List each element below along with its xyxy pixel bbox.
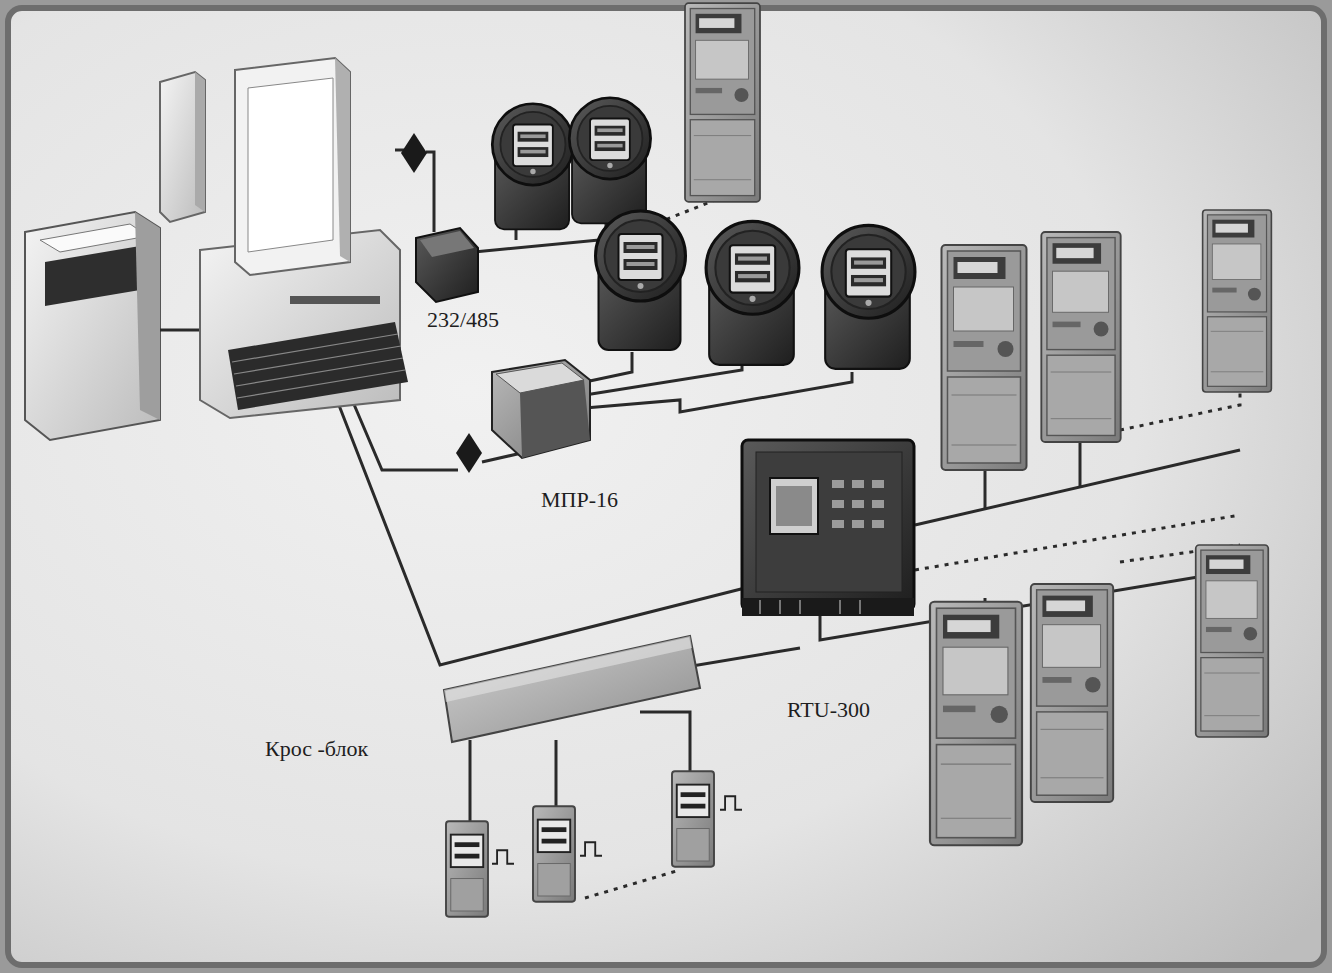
electronic-meter	[685, 3, 760, 202]
rtu-controller	[742, 440, 914, 616]
electronic-meter	[1196, 545, 1269, 737]
electronic-meter	[1031, 584, 1113, 802]
induction-meter	[492, 104, 573, 230]
part-label: МПР-16	[538, 486, 621, 513]
part-label: Крос -блок	[262, 735, 371, 762]
induction-meter	[569, 98, 650, 224]
electronic-meter	[1041, 232, 1120, 442]
part-label: 232/485	[424, 306, 502, 333]
isolator-symbol	[401, 133, 427, 173]
pulse-meter	[446, 821, 488, 916]
pulse-meter	[672, 771, 714, 866]
pulse-symbol	[720, 796, 742, 810]
printer	[25, 212, 205, 440]
electronic-meter	[942, 245, 1027, 470]
system-tower	[160, 72, 205, 222]
pulse-symbol	[580, 842, 602, 856]
isolator-symbol	[456, 433, 482, 473]
wires	[335, 150, 1240, 822]
pulse-symbol	[492, 850, 514, 864]
electronic-meter	[1203, 210, 1272, 392]
computer	[200, 58, 408, 418]
dotted-wires	[585, 200, 1240, 898]
pulse-meter	[533, 806, 575, 901]
part-label: RTU-300	[784, 696, 873, 723]
picture-frame	[8, 8, 1324, 965]
electronic-meter	[930, 602, 1022, 846]
induction-meter	[706, 221, 799, 364]
induction-meter	[596, 211, 686, 350]
interface-converter	[416, 228, 478, 302]
cross-block	[444, 636, 700, 742]
multiplexer-box	[492, 360, 590, 458]
induction-meter	[822, 225, 915, 368]
